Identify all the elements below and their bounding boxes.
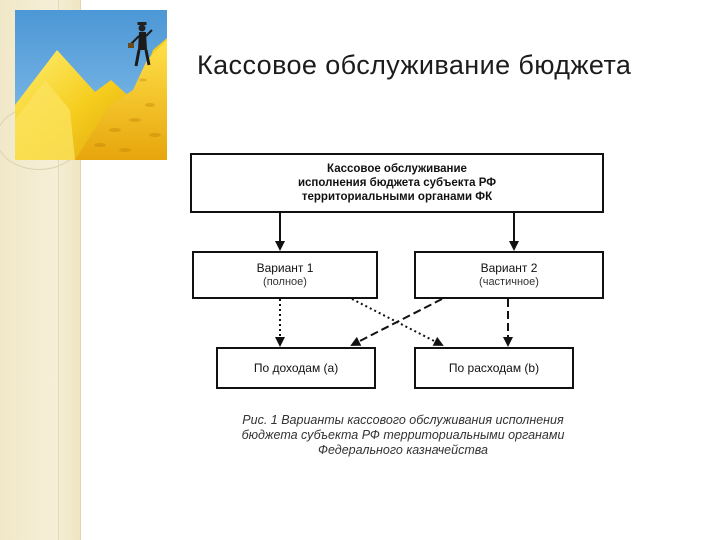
- variant1-note: (полное): [263, 275, 307, 289]
- figure-caption: Рис. 1 Варианты кассового обслуживания и…: [192, 413, 614, 458]
- expense-label: По расходам (b): [449, 361, 539, 375]
- budget-service-diagram: Кассовое обслуживание исполнения бюджета…: [180, 145, 620, 475]
- income-label: По доходам (а): [254, 361, 338, 375]
- caption-line2: бюджета субъекта РФ территориальными орг…: [192, 428, 614, 443]
- box-variant-2: Вариант 2 (частичное): [414, 251, 604, 299]
- variant2-note: (частичное): [479, 275, 539, 289]
- box-by-income: По доходам (а): [216, 347, 376, 389]
- slide-title: Кассовое обслуживание бюджета: [197, 50, 697, 81]
- box-by-expense: По расходам (b): [414, 347, 574, 389]
- variant2-label: Вариант 2: [481, 261, 538, 275]
- climber-on-gold-mountain-picture: [15, 10, 167, 160]
- box-treasury-service: Кассовое обслуживание исполнения бюджета…: [190, 153, 604, 213]
- variant1-label: Вариант 1: [257, 261, 314, 275]
- gold-mountain-illustration: [15, 10, 167, 160]
- caption-line3: Федерального казначейства: [192, 443, 614, 458]
- top-box-line3: территориальными органами ФК: [302, 190, 492, 204]
- top-box-line1: Кассовое обслуживание: [327, 162, 467, 176]
- top-box-line2: исполнения бюджета субъекта РФ: [298, 176, 496, 190]
- box-variant-1: Вариант 1 (полное): [192, 251, 378, 299]
- caption-line1: Рис. 1 Варианты кассового обслуживания и…: [192, 413, 614, 428]
